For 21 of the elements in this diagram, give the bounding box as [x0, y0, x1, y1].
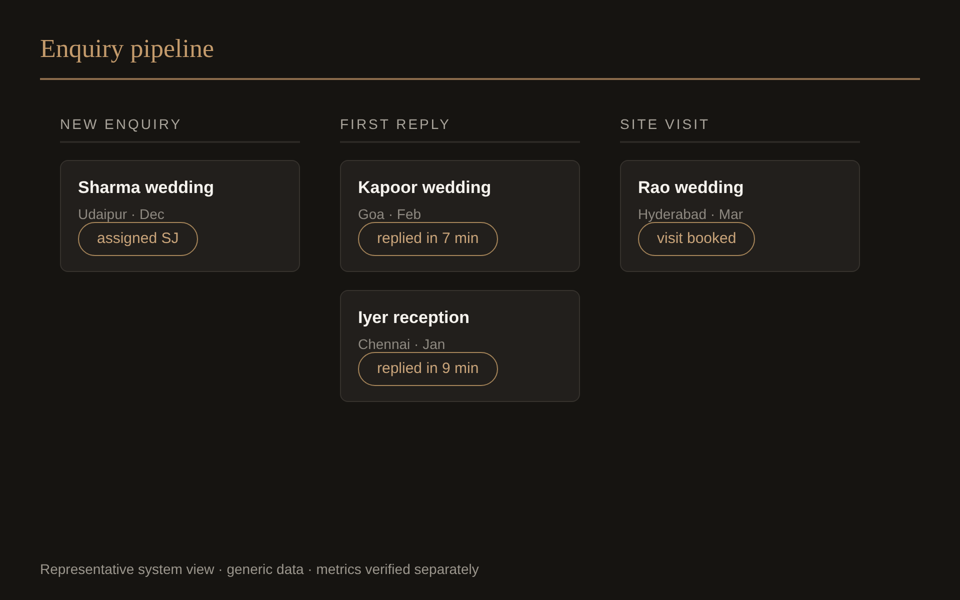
status-tag: replied in 7 min — [358, 222, 498, 256]
enquiry-card — [620, 160, 860, 272]
location-month: Udaipur · Dec — [78, 206, 164, 223]
status-tag: replied in 9 min — [358, 352, 498, 386]
column-heading: SITE VISIT — [620, 115, 710, 133]
location-month: Hyderabad · Mar — [638, 206, 744, 223]
footnote: Representative system view · generic data · metrics verified separately — [40, 560, 479, 578]
enquiry-card — [340, 290, 580, 402]
enquiry-card — [340, 160, 580, 272]
location-month: Goa · Feb — [358, 206, 422, 223]
enquiry-name: Rao wedding — [638, 177, 744, 199]
enquiry-name: Sharma wedding — [78, 177, 214, 199]
status-tag: visit booked — [638, 222, 756, 256]
page-title: Enquiry pipeline — [40, 33, 214, 65]
column-heading: NEW ENQUIRY — [60, 115, 182, 133]
enquiry-card — [60, 160, 300, 272]
location-month: Chennai · Jan — [358, 336, 446, 353]
enquiry-name: Iyer reception — [358, 307, 470, 329]
column-heading: FIRST REPLY — [340, 115, 451, 133]
status-tag: assigned SJ — [78, 222, 198, 256]
enquiry-name: Kapoor wedding — [358, 177, 492, 199]
